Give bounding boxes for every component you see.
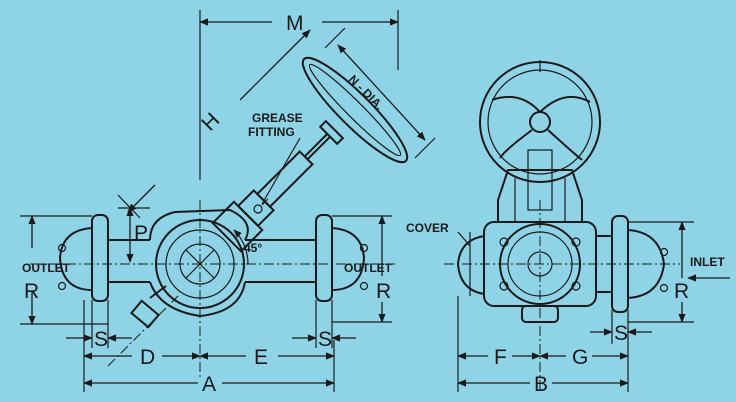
label-p: P bbox=[134, 222, 148, 245]
label-r-mid: R bbox=[376, 280, 391, 303]
handwheel-front bbox=[479, 60, 601, 183]
right-outlet-flange bbox=[245, 214, 369, 302]
front-view bbox=[444, 60, 680, 392]
front-view-dimensions bbox=[457, 221, 730, 392]
label-d: D bbox=[140, 346, 155, 369]
label-outlet-right: OUTLET bbox=[344, 261, 393, 275]
label-b: B bbox=[534, 373, 548, 396]
label-cover: COVER bbox=[406, 221, 449, 235]
label-f: F bbox=[494, 346, 507, 369]
label-a: A bbox=[202, 373, 216, 396]
label-s-mid: S bbox=[318, 328, 332, 351]
labels: M N - DIA. H GREASE FITTING P 45° OUTLET… bbox=[22, 12, 725, 396]
label-inlet: INLET bbox=[690, 255, 725, 269]
label-grease: GREASE bbox=[252, 111, 303, 125]
valve-body bbox=[130, 208, 249, 329]
side-view-dimensions bbox=[20, 10, 436, 392]
label-45-deg: 45° bbox=[244, 241, 262, 255]
label-outlet-left: OUTLET bbox=[22, 261, 71, 275]
label-s-right: S bbox=[614, 322, 628, 345]
label-m: M bbox=[286, 12, 304, 35]
side-view bbox=[30, 56, 409, 380]
label-s-left: S bbox=[94, 328, 108, 351]
label-e: E bbox=[254, 346, 268, 369]
yoke bbox=[497, 149, 583, 223]
label-g: G bbox=[572, 346, 588, 369]
label-r-right: R bbox=[674, 280, 689, 303]
label-h: H bbox=[197, 109, 224, 136]
label-r-left: R bbox=[24, 280, 39, 303]
label-n-dia: N - DIA. bbox=[346, 72, 387, 113]
label-fitting: FITTING bbox=[248, 125, 295, 139]
